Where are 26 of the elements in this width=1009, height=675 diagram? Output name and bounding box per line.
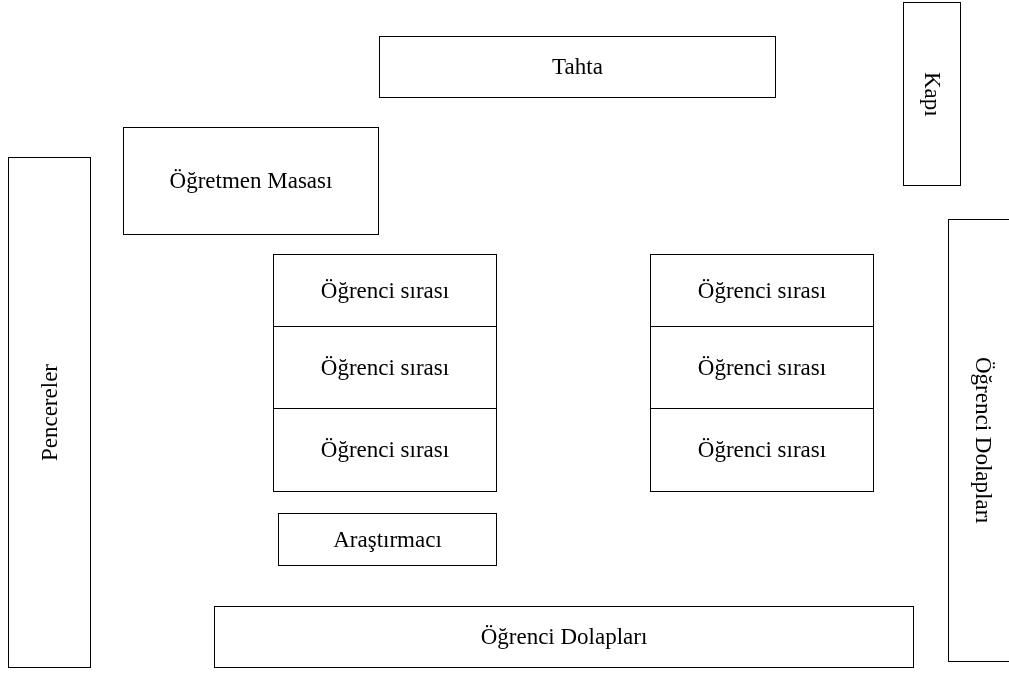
researcher-seat-label: Araştırmacı (333, 526, 442, 553)
student-lockers-label: Öğrenci Dolapları (970, 357, 996, 524)
student-desk (650, 326, 874, 409)
teacher-desk-label: Öğretmen Masası (169, 168, 333, 194)
student-desk (273, 326, 497, 409)
blackboard-label: Tahta (552, 54, 603, 80)
teacher-desk (123, 127, 379, 235)
student-lockers-label: Öğrenci Dolapları (480, 624, 648, 650)
window-wall-label: Pencereler (36, 363, 63, 461)
student-desk-label: Öğrenci sırası (697, 277, 827, 304)
student-lockers (948, 219, 1009, 662)
door (903, 2, 961, 186)
student-desk-label: Öğrenci sırası (320, 277, 450, 304)
student-desk (273, 254, 497, 327)
student-desk-label: Öğrenci sırası (320, 354, 450, 381)
student-desk-label: Öğrenci sırası (697, 354, 827, 381)
student-desk-label: Öğrenci sırası (320, 437, 450, 463)
student-desk (273, 408, 497, 492)
door-label: Kapı (919, 71, 945, 117)
student-desk (650, 254, 874, 327)
window-wall (8, 157, 91, 668)
blackboard (379, 36, 776, 98)
researcher-seat (278, 513, 497, 566)
student-desk-label: Öğrenci sırası (697, 437, 827, 463)
student-desk (650, 408, 874, 492)
student-lockers (214, 606, 914, 668)
